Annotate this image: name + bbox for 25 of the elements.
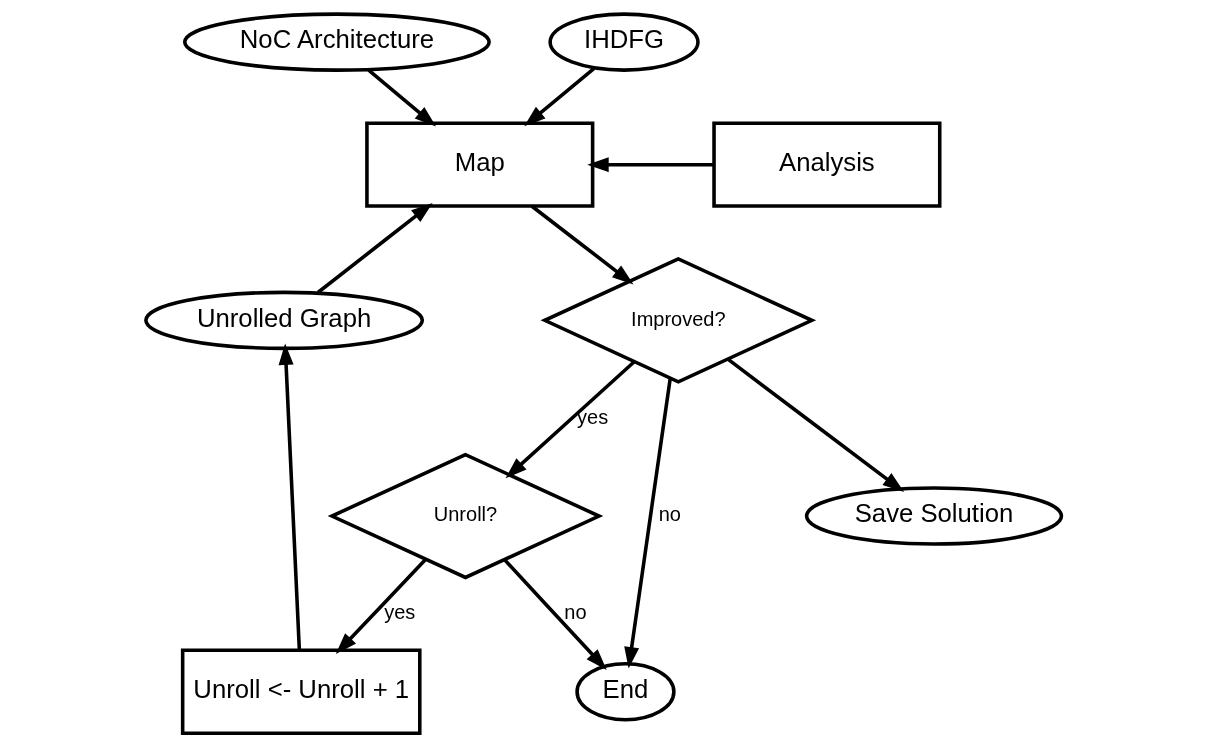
arrow: [278, 343, 301, 651]
arrow: [367, 68, 436, 127]
node-ellipse: End: [574, 661, 676, 722]
arrow: [726, 358, 904, 493]
arrow: [502, 558, 607, 670]
node-diamond: Improved?: [540, 256, 816, 384]
arrow: [586, 157, 714, 173]
edge-label: yes: [576, 405, 608, 428]
arrow: [523, 66, 595, 127]
node-box: Analysis: [711, 121, 941, 208]
arrow: [335, 558, 427, 654]
node-ellipse: NoC Architecture: [182, 12, 491, 72]
edge-label: no: [658, 503, 681, 526]
edge-label: no: [563, 601, 587, 624]
node-ellipse: Save Solution: [804, 486, 1063, 546]
arrow: [505, 360, 635, 479]
arrow: [623, 377, 672, 669]
node-box: Unroll <- Unroll + 1: [180, 648, 422, 735]
node-ellipse: Unrolled Graph: [143, 290, 424, 351]
node-diamond: Unroll?: [327, 452, 603, 580]
edge-label: yes: [383, 601, 415, 624]
arrow: [530, 204, 634, 285]
arrow: [316, 202, 433, 294]
node-box: Map: [364, 121, 594, 208]
node-ellipse: IHDFG: [547, 12, 700, 72]
